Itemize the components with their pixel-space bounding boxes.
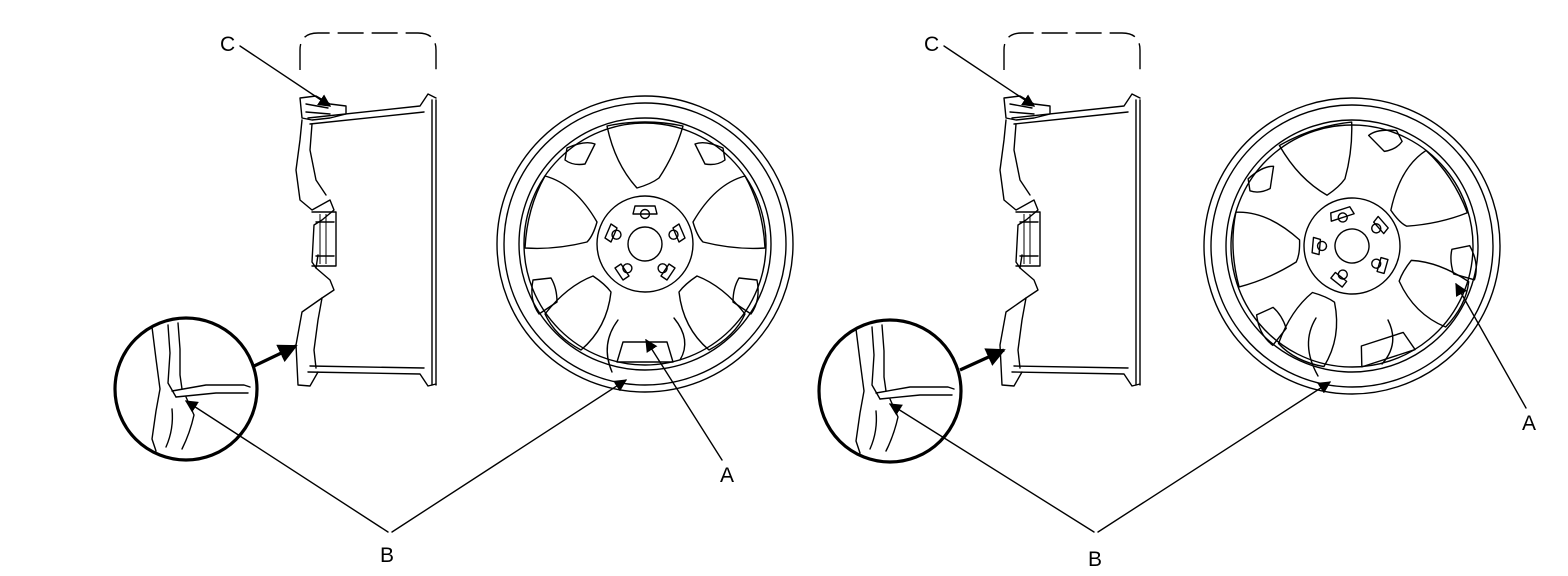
right-weight-bracket-left (1307, 317, 1319, 377)
right-label-a: A (1522, 412, 1536, 435)
right-wheel-face (1164, 58, 1540, 434)
left-weight-bracket-left (606, 319, 619, 373)
left-leader-b1 (184, 400, 389, 533)
right-label-c: C (924, 33, 939, 56)
left-label-a: A (720, 464, 734, 487)
left-wheel-face (496, 95, 794, 393)
right-label-b: B (1088, 548, 1102, 571)
left-leader-c (239, 45, 332, 107)
left-leader-a (645, 338, 723, 461)
left-weight-bracket-right (673, 317, 686, 361)
left-leader-b2 (391, 379, 628, 533)
right-assembly: C A B (817, 32, 1540, 571)
left-zoom-arrow (253, 344, 298, 368)
right-zoom-circle (817, 318, 963, 464)
left-label-c: C (220, 33, 235, 56)
right-weight-bracket-right (1381, 319, 1394, 365)
left-zoom-circle (113, 316, 259, 462)
left-label-b: B (380, 544, 394, 567)
right-leader-a (1455, 282, 1527, 409)
right-leader-b2 (1097, 381, 1332, 533)
right-leader-b1 (888, 403, 1095, 533)
left-rim-cross-section (295, 32, 437, 387)
right-zoom-arrow (959, 348, 1006, 372)
right-rim-cross-section (999, 32, 1141, 387)
right-leader-c (943, 45, 1036, 107)
left-assembly: C A B (113, 32, 794, 567)
